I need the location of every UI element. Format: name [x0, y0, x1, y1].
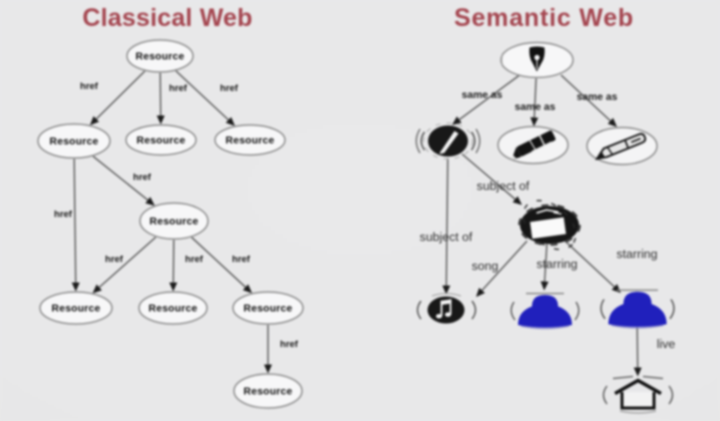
svg-text:href: href: [220, 83, 239, 94]
svg-text:Resource: Resource: [150, 217, 199, 228]
svg-text:Resource: Resource: [52, 304, 101, 315]
svg-text:same as: same as: [462, 90, 503, 101]
svg-text:same as: same as: [515, 102, 556, 113]
svg-text:Resource: Resource: [136, 52, 185, 63]
svg-text:Resource: Resource: [244, 304, 293, 315]
svg-text:Resource: Resource: [50, 137, 99, 148]
svg-text:Resource: Resource: [149, 304, 198, 315]
svg-text:Semantic Web: Semantic Web: [454, 4, 634, 32]
svg-text:href: href: [80, 81, 99, 92]
svg-text:subject of: subject of: [477, 179, 530, 193]
svg-text:Resource: Resource: [244, 387, 293, 398]
svg-text:Resource: Resource: [226, 136, 275, 147]
svg-text:href: href: [133, 172, 152, 183]
svg-text:href: href: [54, 209, 73, 220]
svg-text:href: href: [105, 254, 124, 265]
svg-text:href: href: [185, 254, 204, 265]
svg-text:song: song: [472, 259, 499, 273]
svg-text:href: href: [169, 83, 188, 94]
svg-text:starring: starring: [536, 257, 577, 271]
svg-text:Resource: Resource: [137, 136, 186, 147]
svg-text:href: href: [280, 339, 299, 350]
svg-text:subject of: subject of: [420, 230, 473, 244]
svg-text:href: href: [232, 254, 251, 265]
svg-text:Classical Web: Classical Web: [82, 4, 252, 32]
svg-text:live: live: [657, 337, 676, 351]
svg-text:starring: starring: [616, 247, 657, 261]
svg-text:same as: same as: [577, 92, 618, 103]
